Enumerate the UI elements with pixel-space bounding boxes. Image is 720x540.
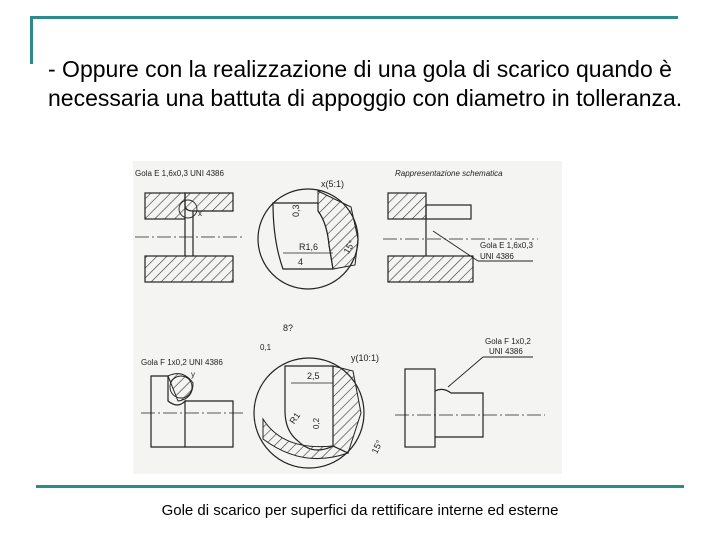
- frame-left-line: [30, 16, 33, 64]
- label-gola-e-top: Gola E 1,6x0,3 UNI 4386: [135, 169, 224, 178]
- label-15-bottom: 15°: [370, 438, 385, 455]
- label-dim-03: 0,3: [291, 204, 301, 217]
- label-dim-02: 0,2: [312, 417, 321, 429]
- figure-caption: Gole di scarico per superfici da rettifi…: [161, 502, 559, 519]
- technical-drawing: Gola E 1,6x0,3 UNI 4386 x x(5:1) R1,6 4 …: [133, 161, 562, 474]
- label-y-scale: y(10:1): [351, 353, 379, 363]
- label-dim-25: 2,5: [307, 371, 320, 381]
- label-x: x: [198, 209, 202, 218]
- label-dim-01: 0,1: [260, 343, 272, 352]
- slide-body-text: - Oppure con la realizzazione di una gol…: [48, 56, 683, 111]
- panel-detail-y: 8? y(10:1) 2,5 R1 0,2 15°: [253, 323, 385, 469]
- label-8: 8?: [283, 323, 293, 333]
- technical-drawing-svg: Gola E 1,6x0,3 UNI 4386 x x(5:1) R1,6 4 …: [135, 169, 545, 469]
- label-gola-f-right-1: Gola F 1x0,2: [485, 337, 531, 346]
- label-gola-f-left: Gola F 1x0,2 UNI 4386: [141, 358, 223, 367]
- label-dim-4: 4: [298, 257, 303, 267]
- label-rappresentazione: Rappresentazione schematica: [395, 169, 503, 178]
- label-gola-e-right-1: Gola E 1,6x0,3: [480, 241, 533, 250]
- panel-detail-x: x(5:1) R1,6 4 0,3 15°: [257, 179, 359, 290]
- label-gola-f-right-2: UNI 4386: [489, 347, 523, 356]
- label-x-scale: x(5:1): [321, 179, 344, 189]
- label-gola-e-right-2: UNI 4386: [480, 252, 514, 261]
- frame-bottom-line: [36, 485, 684, 488]
- label-y: y: [191, 370, 195, 379]
- panel-schematic-f: Gola F 1x0,2 UNI 4386: [395, 337, 545, 448]
- panel-gola-f-section: Gola F 1x0,2 UNI 4386 0,1 y: [141, 343, 272, 448]
- panel-schematic-e: Rappresentazione schematica Gola E 1,6x0…: [383, 169, 538, 283]
- panel-gola-e-section: Gola E 1,6x0,3 UNI 4386 x: [135, 169, 243, 283]
- label-r1: R1: [287, 411, 302, 426]
- frame-top-line: [30, 16, 678, 19]
- label-r16: R1,6: [299, 242, 318, 252]
